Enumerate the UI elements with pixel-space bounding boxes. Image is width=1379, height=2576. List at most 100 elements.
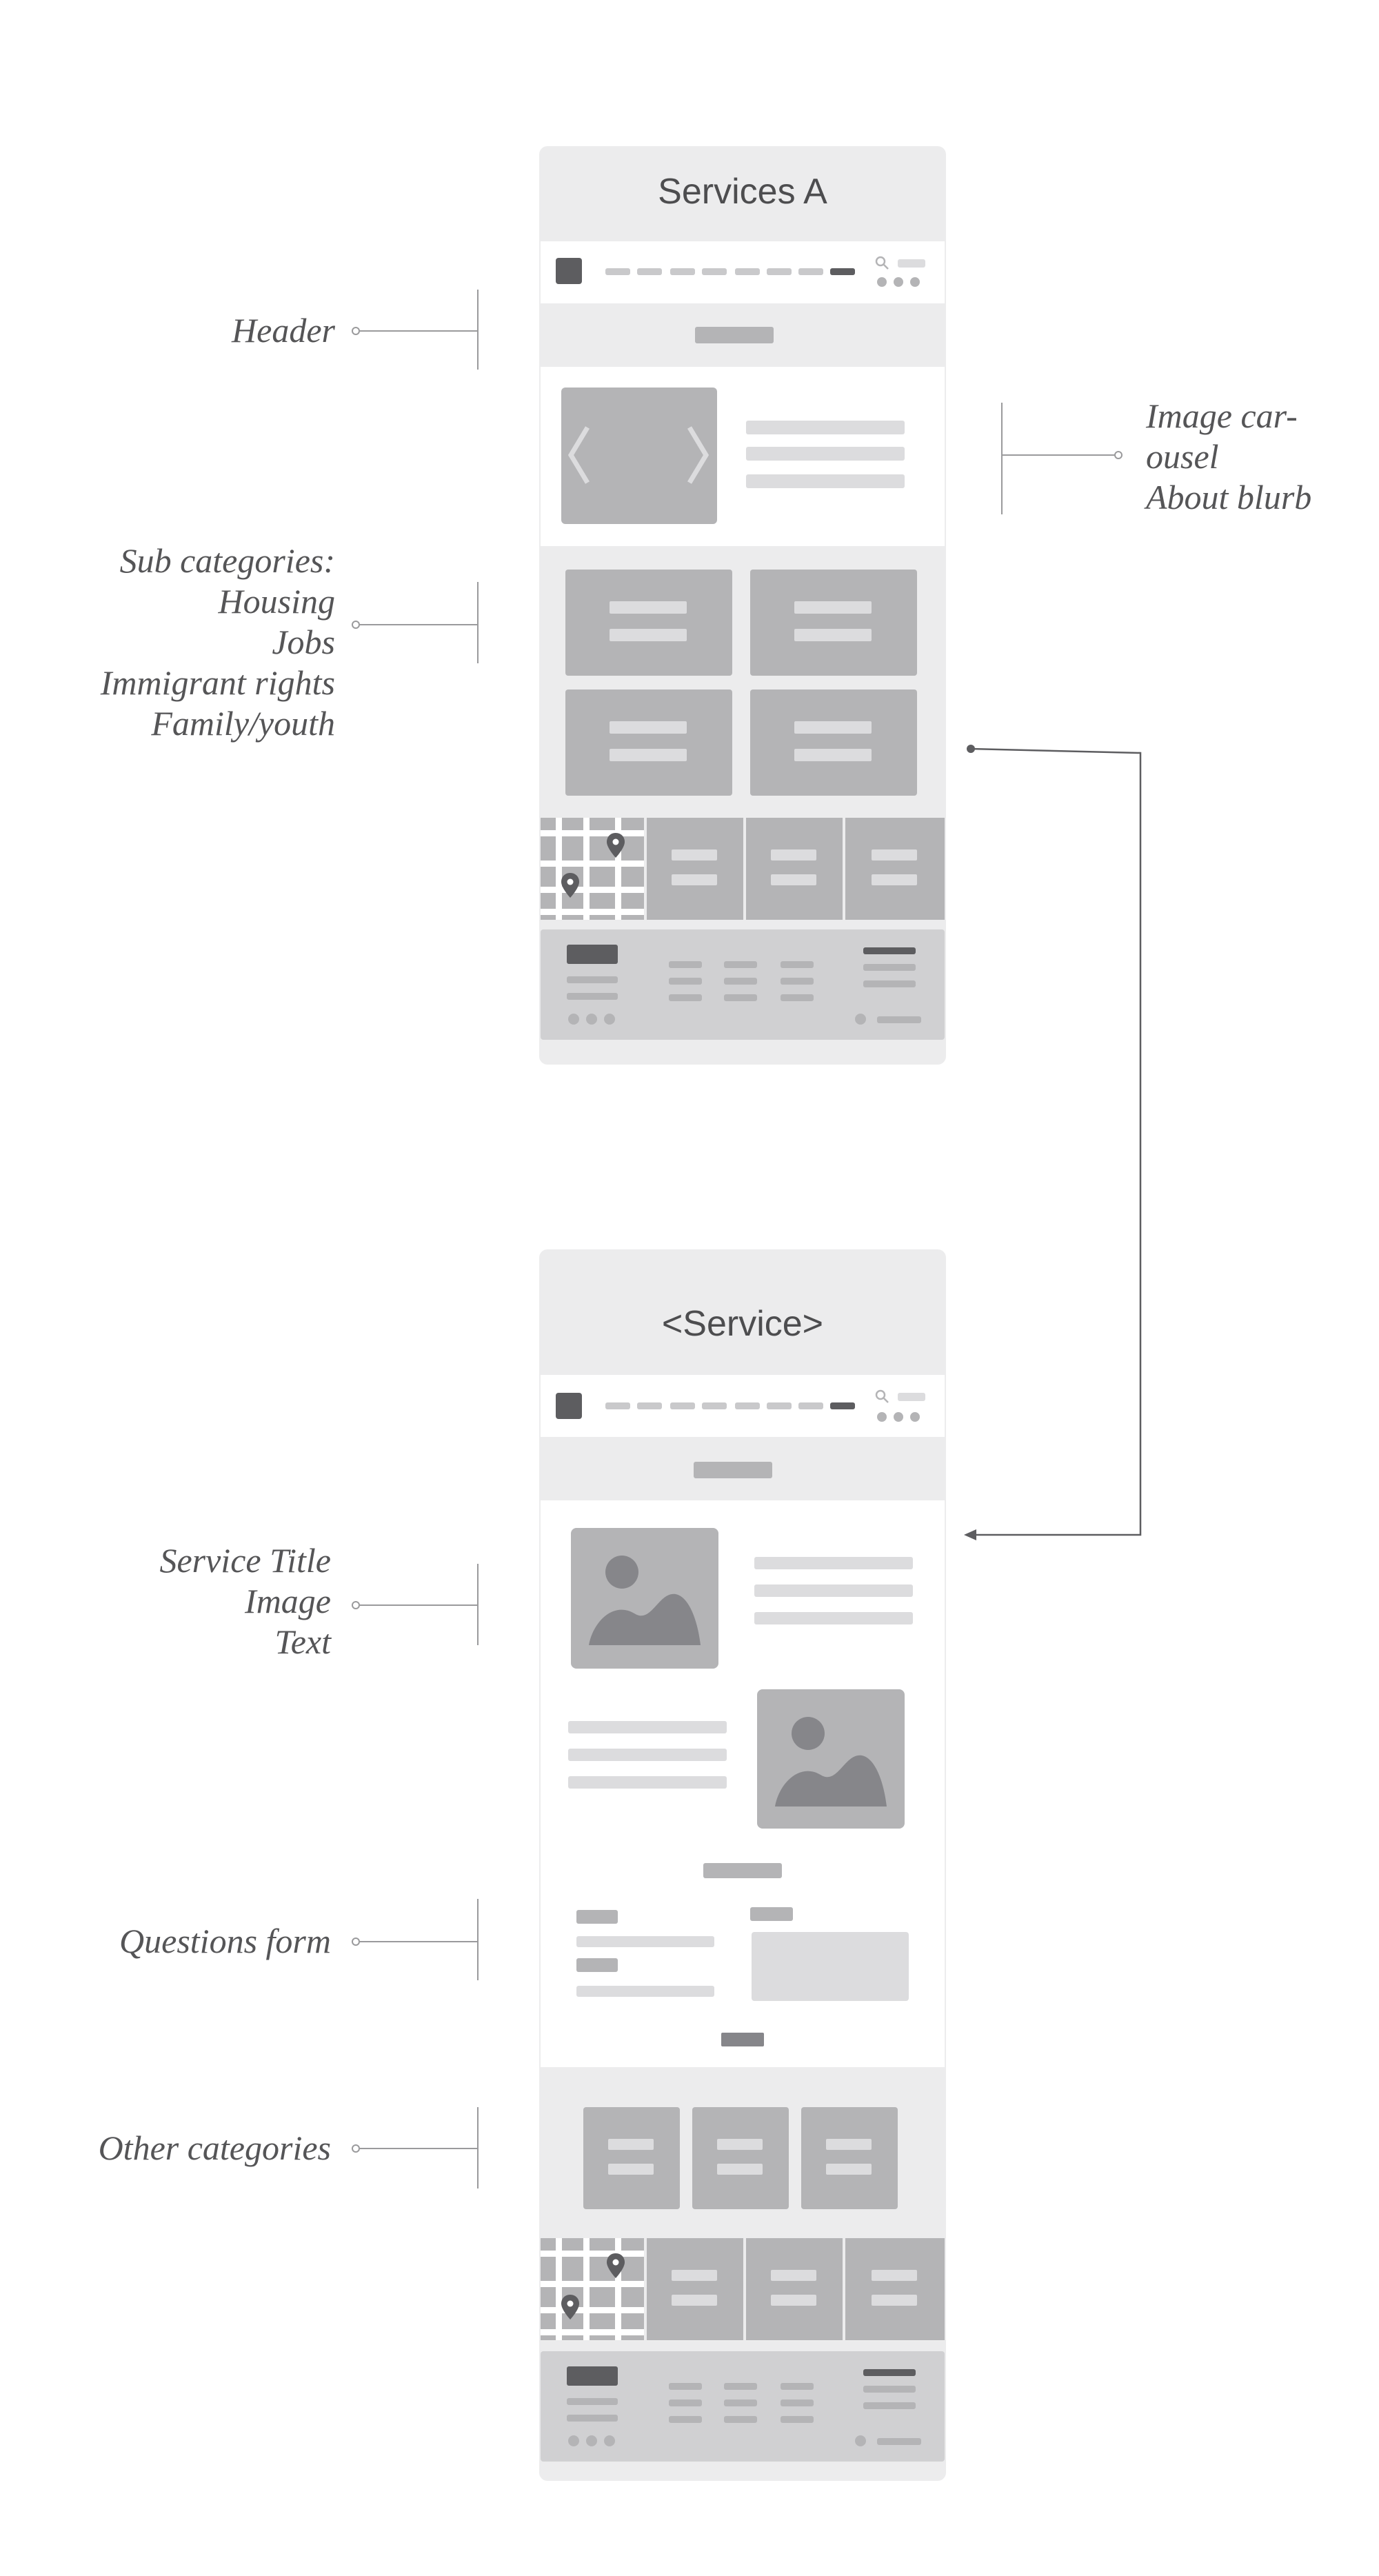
logo-square[interactable] bbox=[556, 1393, 582, 1419]
tile-label-line bbox=[717, 2139, 763, 2150]
nav-item[interactable] bbox=[637, 268, 662, 275]
tile-label-line bbox=[826, 2164, 872, 2175]
tile-label-line bbox=[610, 629, 687, 641]
map-widget[interactable] bbox=[541, 2238, 644, 2340]
footer-link[interactable] bbox=[724, 2383, 757, 2390]
footer-line bbox=[863, 964, 916, 971]
footer-link[interactable] bbox=[724, 2399, 757, 2406]
footer-link[interactable] bbox=[669, 2399, 702, 2406]
nav-item-active[interactable] bbox=[830, 268, 855, 275]
annotation-bracket bbox=[477, 1899, 479, 1980]
info-tile[interactable] bbox=[647, 2238, 743, 2340]
annotation-leader bbox=[360, 330, 479, 332]
nav-dot[interactable] bbox=[877, 277, 887, 287]
nav-item[interactable] bbox=[702, 268, 727, 275]
nav-item[interactable] bbox=[605, 268, 630, 275]
footer-link[interactable] bbox=[669, 2416, 702, 2423]
info-tile[interactable] bbox=[647, 818, 743, 920]
footer-link[interactable] bbox=[781, 2416, 814, 2423]
nav-dot[interactable] bbox=[894, 1412, 903, 1422]
nav-item[interactable] bbox=[605, 1402, 630, 1409]
nav-item[interactable] bbox=[798, 268, 823, 275]
image-carousel[interactable] bbox=[561, 388, 717, 524]
about-blurb-line bbox=[746, 421, 905, 434]
footer-link[interactable] bbox=[724, 978, 757, 985]
other-category-tile[interactable] bbox=[583, 2107, 680, 2209]
footer-link[interactable] bbox=[669, 2383, 702, 2390]
chevron-right-icon[interactable] bbox=[684, 424, 712, 486]
social-dot[interactable] bbox=[586, 1014, 597, 1025]
subcategory-tile[interactable] bbox=[750, 690, 917, 796]
footer-line bbox=[567, 993, 618, 1000]
annotation-marker bbox=[352, 2144, 360, 2153]
nav-item[interactable] bbox=[702, 1402, 727, 1409]
service-text-line bbox=[754, 1612, 913, 1624]
other-category-tile[interactable] bbox=[801, 2107, 898, 2209]
social-dot[interactable] bbox=[568, 2435, 579, 2446]
search-field[interactable] bbox=[898, 1393, 925, 1401]
footer-logo[interactable] bbox=[567, 2366, 618, 2386]
search-icon[interactable] bbox=[874, 255, 891, 272]
footer-link[interactable] bbox=[724, 2416, 757, 2423]
footer-link[interactable] bbox=[669, 978, 702, 985]
footer-link[interactable] bbox=[724, 961, 757, 968]
footer-dot[interactable] bbox=[855, 2435, 866, 2446]
nav-item[interactable] bbox=[767, 1402, 792, 1409]
nav-item-active[interactable] bbox=[830, 1402, 855, 1409]
social-dot[interactable] bbox=[568, 1014, 579, 1025]
nav-item[interactable] bbox=[767, 268, 792, 275]
tile-label-line bbox=[872, 849, 917, 861]
tile-label-line bbox=[610, 749, 687, 761]
footer-line bbox=[567, 2398, 618, 2405]
footer-link[interactable] bbox=[669, 961, 702, 968]
tile-label-line bbox=[610, 721, 687, 734]
info-tile[interactable] bbox=[845, 818, 945, 920]
nav-item[interactable] bbox=[735, 1402, 760, 1409]
question-textarea[interactable] bbox=[752, 1932, 909, 2001]
footer-dot[interactable] bbox=[855, 1014, 866, 1025]
search-field[interactable] bbox=[898, 259, 925, 268]
chevron-left-icon[interactable] bbox=[565, 424, 593, 486]
social-dot[interactable] bbox=[586, 2435, 597, 2446]
subcategory-tile[interactable] bbox=[565, 690, 732, 796]
service-screen-title: <Service> bbox=[661, 1304, 824, 1344]
form-input[interactable] bbox=[576, 1936, 714, 1947]
map-pin-icon bbox=[561, 873, 579, 898]
search-icon[interactable] bbox=[874, 1389, 891, 1405]
nav-item[interactable] bbox=[735, 268, 760, 275]
submit-button[interactable] bbox=[721, 2033, 764, 2046]
form-input[interactable] bbox=[576, 1986, 714, 1997]
other-category-tile[interactable] bbox=[692, 2107, 789, 2209]
annotation-bracket bbox=[477, 1564, 479, 1645]
nav-item[interactable] bbox=[670, 268, 695, 275]
service-text-line bbox=[754, 1584, 913, 1597]
nav-item[interactable] bbox=[798, 1402, 823, 1409]
info-tile[interactable] bbox=[746, 818, 843, 920]
service-text-line bbox=[568, 1721, 727, 1733]
tile-label-line bbox=[672, 874, 717, 885]
footer-link[interactable] bbox=[781, 2383, 814, 2390]
social-dot[interactable] bbox=[604, 2435, 615, 2446]
footer-link[interactable] bbox=[781, 2399, 814, 2406]
nav-dot[interactable] bbox=[910, 277, 920, 287]
footer-link[interactable] bbox=[781, 961, 814, 968]
map-widget[interactable] bbox=[541, 818, 644, 920]
subcategory-tile[interactable] bbox=[565, 570, 732, 676]
footer-link[interactable] bbox=[781, 978, 814, 985]
footer-link[interactable] bbox=[724, 994, 757, 1001]
footer-link[interactable] bbox=[781, 994, 814, 1001]
info-tile[interactable] bbox=[845, 2238, 945, 2340]
subcategory-tile[interactable] bbox=[750, 570, 917, 676]
nav-dot[interactable] bbox=[877, 1412, 887, 1422]
nav-dot[interactable] bbox=[894, 277, 903, 287]
logo-square[interactable] bbox=[556, 258, 582, 284]
image-placeholder-icon bbox=[589, 1556, 701, 1645]
nav-item[interactable] bbox=[637, 1402, 662, 1409]
nav-item[interactable] bbox=[670, 1402, 695, 1409]
info-tile[interactable] bbox=[746, 2238, 843, 2340]
footer-logo[interactable] bbox=[567, 945, 618, 964]
social-dot[interactable] bbox=[604, 1014, 615, 1025]
nav-dot[interactable] bbox=[910, 1412, 920, 1422]
footer-link[interactable] bbox=[669, 994, 702, 1001]
footer-line bbox=[863, 2402, 916, 2409]
